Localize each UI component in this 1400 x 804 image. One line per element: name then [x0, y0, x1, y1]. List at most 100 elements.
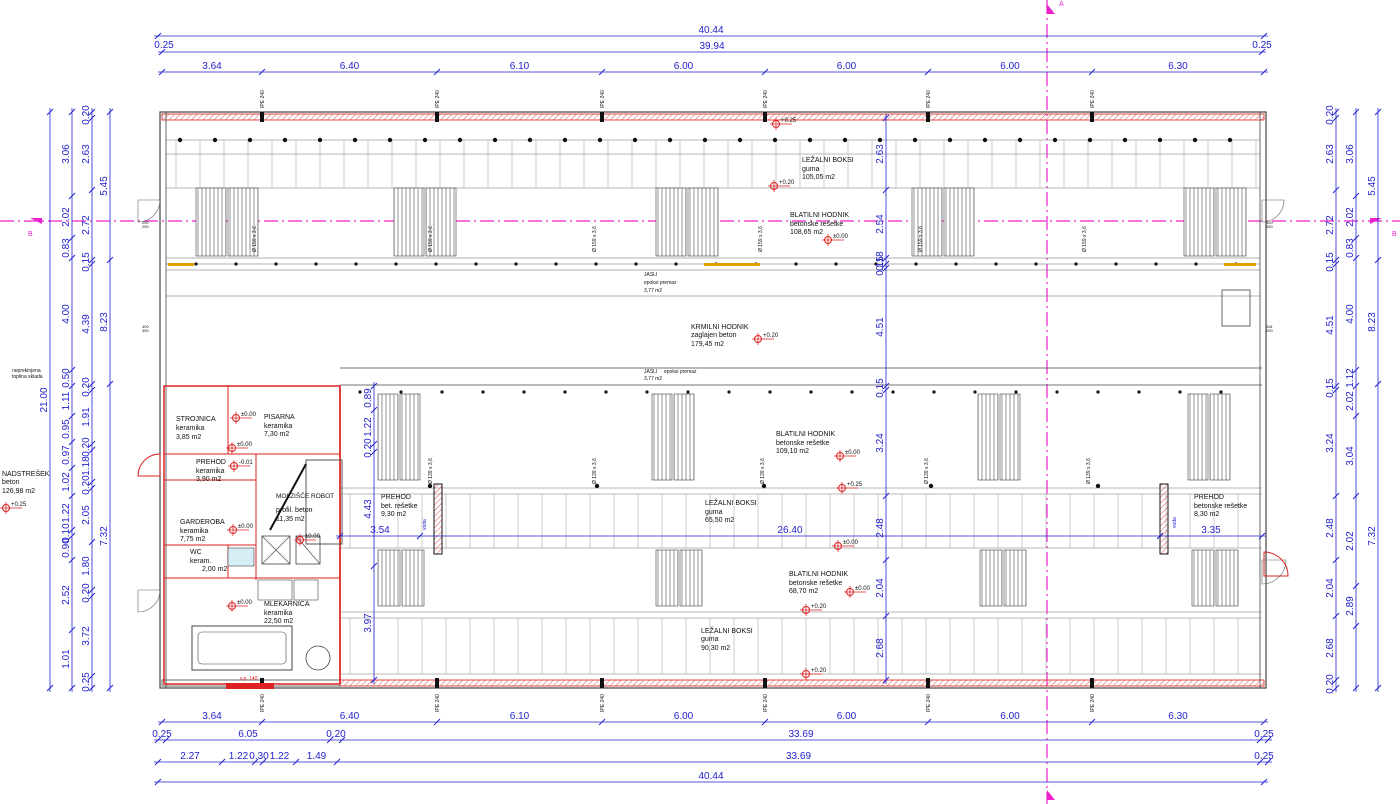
top-left-small: 0.25	[154, 40, 174, 51]
post-dot	[1137, 390, 1141, 394]
svg-text:3,90 m2: 3,90 m2	[196, 476, 221, 483]
post-dot	[604, 390, 608, 394]
post-dot	[914, 262, 918, 266]
elevation-value: +0.20	[779, 180, 795, 186]
dim-tick	[68, 108, 76, 116]
dim-tick	[88, 108, 96, 116]
dim-tick	[1256, 736, 1264, 744]
left-mid-label: 1.02	[61, 472, 72, 492]
post-dot	[457, 137, 463, 143]
top-seg-label: 6.30	[1168, 61, 1188, 72]
elevation-marker: ±0.00	[227, 524, 254, 536]
slatted-grate	[655, 187, 687, 257]
building-walls	[159, 111, 1267, 689]
left-mid-label: 1.01	[61, 649, 72, 669]
svg-text:JASLI: JASLI	[644, 369, 657, 375]
post-dot	[850, 390, 854, 394]
dim-tick	[1352, 622, 1360, 630]
svg-text:keramika: keramika	[176, 425, 205, 432]
slatted-grate	[687, 187, 719, 257]
feed-bar	[1224, 263, 1256, 266]
column-label: IPE 240	[763, 90, 769, 108]
dim-tick	[1332, 676, 1340, 684]
left-mid-label: 2.52	[61, 585, 72, 605]
svg-text:keram.: keram.	[190, 558, 211, 565]
right-inner-label: 2.68	[1325, 638, 1336, 658]
top-seg-label: 6.40	[340, 61, 360, 72]
right-inner-label: 2.72	[1325, 215, 1336, 235]
bottom-seg-label: 6.10	[510, 711, 530, 722]
post-dot	[522, 390, 526, 394]
dim-tick	[68, 234, 76, 242]
column-label: IPE 240	[435, 694, 441, 712]
elevation-marker: ±0.00	[822, 234, 849, 246]
post-dot	[562, 137, 568, 143]
inner-h-label: 3.35	[1201, 525, 1221, 536]
svg-text:7,75 m2: 7,75 m2	[180, 536, 205, 543]
dim-tick	[292, 758, 300, 766]
dim-tick	[598, 718, 606, 726]
elevation-marker: ±0.00	[294, 534, 321, 546]
bottom-row3-label: 1.22	[270, 751, 290, 762]
svg-text:109,10 m2: 109,10 m2	[776, 448, 809, 455]
post-dot	[527, 137, 533, 143]
dim-tick	[882, 492, 890, 500]
post-dot	[1157, 137, 1163, 143]
bottom-seg-label: 6.00	[1000, 711, 1020, 722]
pipe-label: Ø 159 x 3,6	[758, 226, 764, 252]
dim-tick	[162, 736, 170, 744]
post-dot	[1074, 262, 1078, 266]
post-dot	[314, 262, 318, 266]
svg-text:2,00 m2: 2,00 m2	[202, 566, 227, 573]
dim-tick	[106, 684, 114, 692]
svg-text:PISARNA: PISARNA	[264, 414, 295, 421]
pipe-label: Ø 139 x 3,6	[760, 458, 766, 484]
door-label: 200	[1266, 328, 1273, 333]
elevation-value: ±0.00	[855, 586, 871, 592]
dim-tick	[88, 592, 96, 600]
elevation-value: ±0.00	[237, 442, 253, 448]
post-dot	[667, 137, 673, 143]
column-label: IPE 240	[763, 694, 769, 712]
dim-tick	[158, 718, 166, 726]
water-trough	[433, 483, 443, 555]
post-dot	[1052, 137, 1058, 143]
post-dot	[947, 137, 953, 143]
slatted-grate	[1215, 549, 1239, 607]
dim-tick	[370, 382, 378, 390]
post-dot	[247, 137, 253, 143]
dim-tick	[88, 186, 96, 194]
svg-text:toplina sklada: toplina sklada	[12, 374, 43, 380]
post-dot	[932, 390, 936, 394]
dim-tick	[46, 108, 54, 116]
dim-tick	[1352, 234, 1360, 242]
dim-tick	[370, 440, 378, 448]
right-outer-label: 3.04	[1345, 446, 1356, 466]
post-dot	[1014, 390, 1018, 394]
post-dot	[807, 137, 813, 143]
elevation-marker: +0.25	[770, 118, 797, 130]
slatted-grate	[911, 187, 943, 257]
dim-tick	[251, 758, 259, 766]
elevation-value: ±0.00	[241, 412, 257, 418]
door-label: 350	[1266, 224, 1273, 229]
left-inner-label: 0.20	[81, 583, 92, 603]
slatted-grate	[377, 549, 401, 607]
post-dot	[1219, 390, 1223, 394]
dim-tick	[1156, 532, 1164, 540]
elevation-marker: ±0.00	[226, 442, 253, 454]
inner-v-label: 2.04	[875, 578, 886, 598]
dim-tick	[68, 684, 76, 692]
elevation-value: +0.25	[781, 118, 797, 124]
post-dot	[1227, 137, 1233, 143]
right-mid-label: 7.32	[1367, 526, 1378, 546]
post-dot	[727, 390, 731, 394]
column-label: IPE 240	[926, 694, 932, 712]
elevation-marker: +0.20	[768, 180, 795, 192]
inner-left-v-label: 3.97	[363, 613, 374, 633]
dim-tick	[1258, 48, 1266, 56]
post-dot	[842, 137, 848, 143]
